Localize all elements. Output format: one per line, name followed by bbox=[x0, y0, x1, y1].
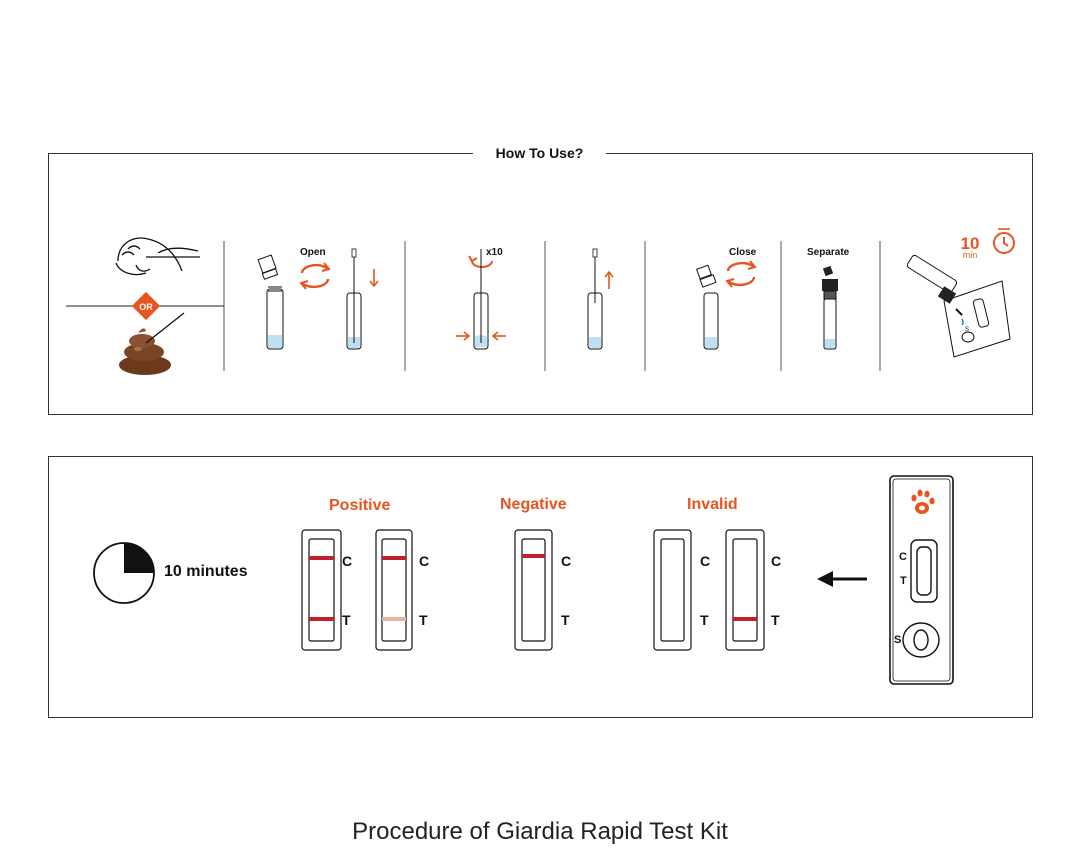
c-letter: C bbox=[700, 553, 711, 569]
wait-number: 10 bbox=[961, 234, 980, 253]
invalid-label: Invalid bbox=[687, 496, 738, 513]
t-letter: T bbox=[419, 612, 428, 628]
timer-label: 10 minutes bbox=[164, 563, 248, 580]
test-line bbox=[733, 617, 757, 621]
swab-in-tube-icon bbox=[346, 248, 362, 350]
rotate-count-label: x10 bbox=[486, 247, 503, 258]
separate-label: Separate bbox=[807, 247, 850, 258]
figure-caption: Procedure of Giardia Rapid Test Kit bbox=[352, 818, 728, 845]
procedure-title: How To Use? bbox=[473, 143, 606, 165]
test-cassette-icon bbox=[943, 280, 1011, 358]
close-label: Close bbox=[729, 247, 757, 258]
t-letter: T bbox=[342, 612, 351, 628]
test-line bbox=[309, 617, 334, 621]
cassette-device-icon bbox=[889, 475, 954, 685]
rectal-swab-icon bbox=[115, 237, 200, 276]
arrow-left-icon bbox=[817, 571, 867, 587]
squeeze-arrows-icon bbox=[456, 331, 506, 341]
open-label: Open bbox=[300, 247, 326, 258]
cassette-s-label: S bbox=[894, 634, 902, 646]
c-letter: C bbox=[342, 553, 353, 569]
or-label: OR bbox=[139, 302, 153, 312]
squeeze-tube-icon bbox=[473, 249, 489, 350]
rotate-swab-icon bbox=[468, 255, 493, 268]
tube-cap-icon bbox=[257, 254, 279, 280]
result-strips bbox=[301, 529, 765, 651]
feces-sample-icon bbox=[119, 312, 185, 375]
t-letter: T bbox=[771, 612, 780, 628]
closed-tube-icon bbox=[703, 292, 719, 350]
negative-label: Negative bbox=[500, 496, 567, 513]
positive-label: Positive bbox=[329, 497, 391, 514]
open-rotate-icon bbox=[299, 262, 331, 290]
close-rotate-icon bbox=[725, 260, 757, 288]
control-line bbox=[522, 554, 545, 558]
remove-swab-icon bbox=[587, 248, 603, 350]
dropper-tilted-icon bbox=[906, 254, 964, 326]
down-arrow-icon bbox=[369, 269, 379, 288]
c-letter: C bbox=[419, 553, 430, 569]
dropper-cap-icon bbox=[696, 264, 717, 288]
separated-dropper-icon bbox=[822, 265, 838, 350]
wait-unit: min bbox=[963, 250, 978, 260]
faint-test-line bbox=[382, 617, 406, 621]
timer-pie-icon bbox=[93, 542, 155, 604]
t-letter: T bbox=[561, 612, 570, 628]
cassette-c-label: C bbox=[899, 551, 907, 563]
c-letter: C bbox=[771, 553, 782, 569]
t-letter: T bbox=[700, 612, 709, 628]
up-arrow-icon bbox=[604, 270, 614, 289]
timer-clock-icon bbox=[993, 228, 1015, 254]
buffer-tube-icon bbox=[266, 286, 284, 350]
cassette-s-label: S bbox=[965, 327, 969, 333]
control-line bbox=[382, 556, 406, 560]
control-line bbox=[309, 556, 334, 560]
procedure-illustration: OR bbox=[66, 228, 1015, 375]
c-letter: C bbox=[561, 553, 572, 569]
results-panel bbox=[48, 456, 1033, 718]
cassette-t-label: T bbox=[900, 575, 907, 587]
